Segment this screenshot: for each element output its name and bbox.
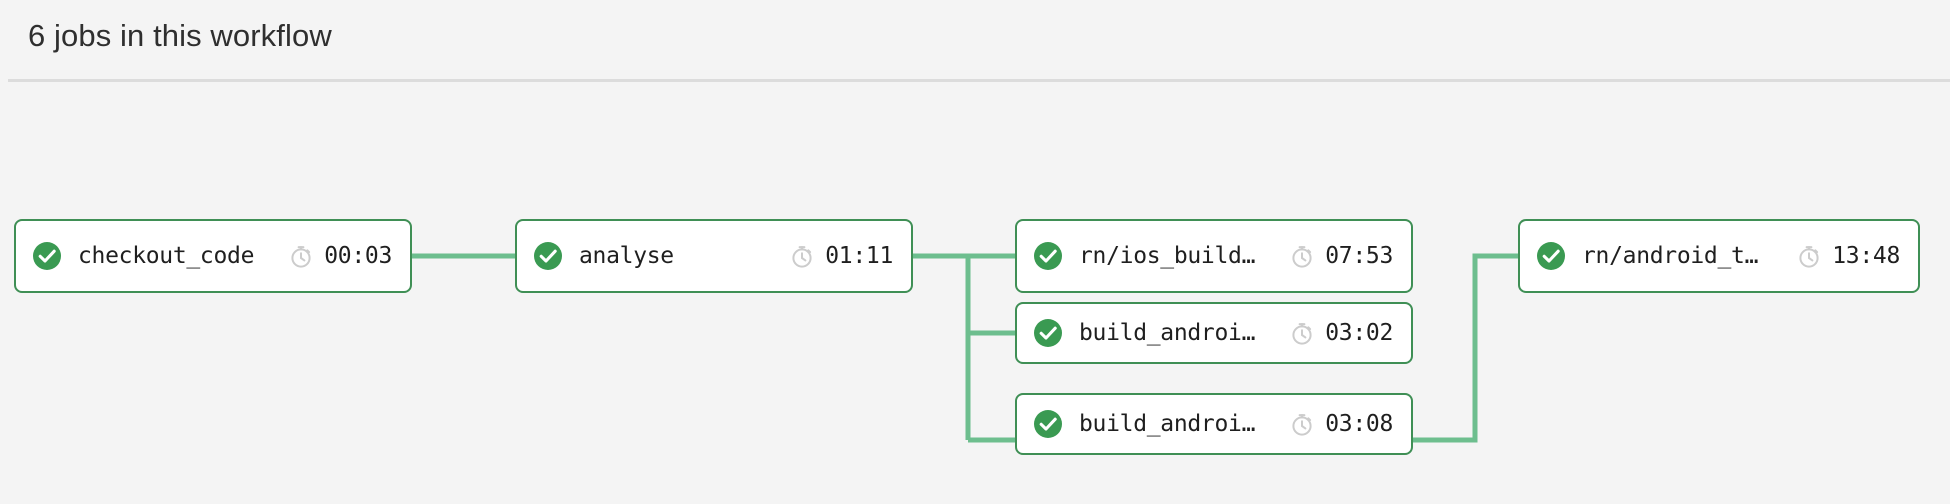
page-title: 6 jobs in this workflow — [28, 18, 332, 53]
job-node-rn-android-test[interactable]: rn/android_t… 13:48 — [1518, 219, 1920, 293]
workflow-graph-canvas: checkout_code 00:03 — [0, 81, 1950, 504]
job-duration-group: 07:53 — [1289, 243, 1393, 269]
stopwatch-icon — [288, 243, 314, 269]
job-duration-group: 01:11 — [789, 243, 893, 269]
check-circle-icon — [533, 241, 563, 271]
edge-build-android-2-to-rn-android-test — [1413, 253, 1518, 443]
job-node-analyse[interactable]: analyse 01:11 — [515, 219, 913, 293]
job-node-rn-ios-build[interactable]: rn/ios_build… 07:53 — [1015, 219, 1413, 293]
page-header: 6 jobs in this workflow — [0, 0, 1950, 82]
workflow-edges — [412, 253, 1518, 443]
job-duration: 13:48 — [1832, 243, 1900, 269]
job-node-build-android-1[interactable]: build_androi… 03:02 — [1015, 302, 1413, 364]
check-circle-icon — [1033, 409, 1063, 439]
check-circle-icon — [1033, 318, 1063, 348]
stopwatch-icon — [789, 243, 815, 269]
stopwatch-icon — [1289, 243, 1315, 269]
check-circle-icon — [1033, 241, 1063, 271]
job-duration: 03:02 — [1325, 320, 1393, 346]
job-duration: 03:08 — [1325, 411, 1393, 437]
job-name: rn/android_t… — [1582, 243, 1759, 269]
job-duration-group: 03:08 — [1289, 411, 1393, 437]
job-duration: 07:53 — [1325, 243, 1393, 269]
job-name: build_androi… — [1079, 320, 1256, 346]
job-duration-group: 00:03 — [288, 243, 392, 269]
job-duration-group: 03:02 — [1289, 320, 1393, 346]
job-node-build-android-2[interactable]: build_androi… 03:08 — [1015, 393, 1413, 455]
job-duration: 00:03 — [324, 243, 392, 269]
job-duration-group: 13:48 — [1796, 243, 1900, 269]
stopwatch-icon — [1289, 411, 1315, 437]
job-name: checkout_code — [78, 243, 255, 269]
check-circle-icon — [1536, 241, 1566, 271]
check-circle-icon — [32, 241, 62, 271]
job-name: rn/ios_build… — [1079, 243, 1256, 269]
job-name: analyse — [579, 243, 674, 269]
job-duration: 01:11 — [825, 243, 893, 269]
stopwatch-icon — [1289, 320, 1315, 346]
job-node-checkout-code[interactable]: checkout_code 00:03 — [14, 219, 412, 293]
stopwatch-icon — [1796, 243, 1822, 269]
job-name: build_androi… — [1079, 411, 1256, 437]
header-divider — [8, 79, 1950, 82]
